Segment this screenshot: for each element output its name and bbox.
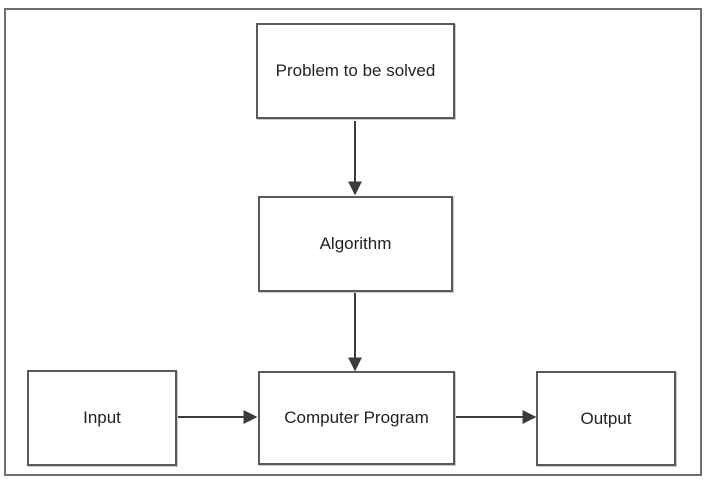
node-output: Output <box>536 371 676 466</box>
node-algorithm: Algorithm <box>258 196 453 292</box>
node-algorithm-label: Algorithm <box>319 234 392 253</box>
node-output-label: Output <box>580 408 632 428</box>
node-problem: Problem to be solved <box>256 23 455 119</box>
node-input-label: Input <box>83 408 121 427</box>
node-input: Input <box>27 370 177 466</box>
node-problem-label: Problem to be solved <box>275 61 436 80</box>
node-computer-program-label: Computer Program <box>284 408 429 427</box>
node-computer-program: Computer Program <box>258 371 455 465</box>
